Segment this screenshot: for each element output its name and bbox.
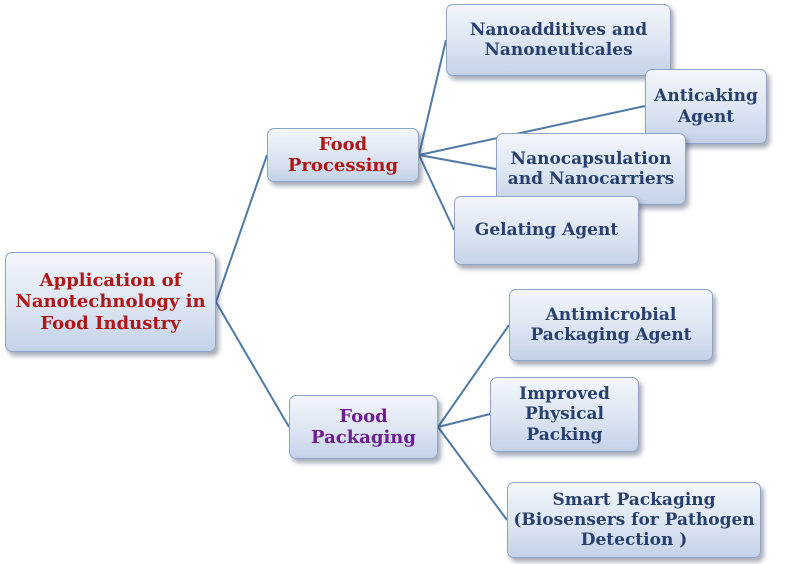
leaf-node-nanocapsulation: Nanocapsulation and Nanocarriers <box>496 133 686 205</box>
connector-processing-to-gelating <box>418 154 455 231</box>
leaf-node-label: Nanoadditives and Nanoneuticales <box>469 19 648 60</box>
connector-packaging-to-antimicrobial <box>437 324 510 428</box>
connector-packaging-to-smart <box>437 426 508 521</box>
leaf-node-label: Antimicrobial Packaging Agent <box>530 304 692 345</box>
branch-node-food-processing: Food Processing <box>267 128 419 182</box>
leaf-node-nanoadditives: Nanoadditives and Nanoneuticales <box>446 4 671 76</box>
leaf-node-improved-physical: Improved Physical Packing <box>490 377 639 452</box>
leaf-node-gelating: Gelating Agent <box>454 196 639 265</box>
connector-packaging-to-improved <box>437 413 491 428</box>
leaf-node-anticaking: Anticaking Agent <box>645 69 767 144</box>
leaf-node-label: Smart Packaging (Biosensers for Pathogen… <box>513 489 755 551</box>
connector-root-to-processing <box>215 154 268 303</box>
leaf-node-label: Anticaking Agent <box>654 86 758 127</box>
branch-node-label: Food Processing <box>287 133 399 176</box>
leaf-node-label: Nanocapsulation and Nanocarriers <box>507 148 675 189</box>
connector-processing-to-nanocapsulation <box>418 154 497 170</box>
connector-processing-to-nanoadditives <box>418 39 447 156</box>
leaf-node-label: Gelating Agent <box>474 220 619 241</box>
branch-node-food-packaging: Food Packaging <box>289 395 438 459</box>
leaf-node-label: Improved Physical Packing <box>519 384 610 445</box>
root-node-label: Application of Nanotechnology in Food In… <box>15 270 206 334</box>
leaf-node-antimicrobial: Antimicrobial Packaging Agent <box>509 289 713 361</box>
root-node-application: Application of Nanotechnology in Food In… <box>5 252 216 352</box>
branch-node-label: Food Packaging <box>311 405 416 448</box>
connector-root-to-packaging <box>215 301 290 428</box>
leaf-node-smart-packaging: Smart Packaging (Biosensers for Pathogen… <box>507 482 761 558</box>
connector-processing-to-anticaking <box>418 105 646 156</box>
